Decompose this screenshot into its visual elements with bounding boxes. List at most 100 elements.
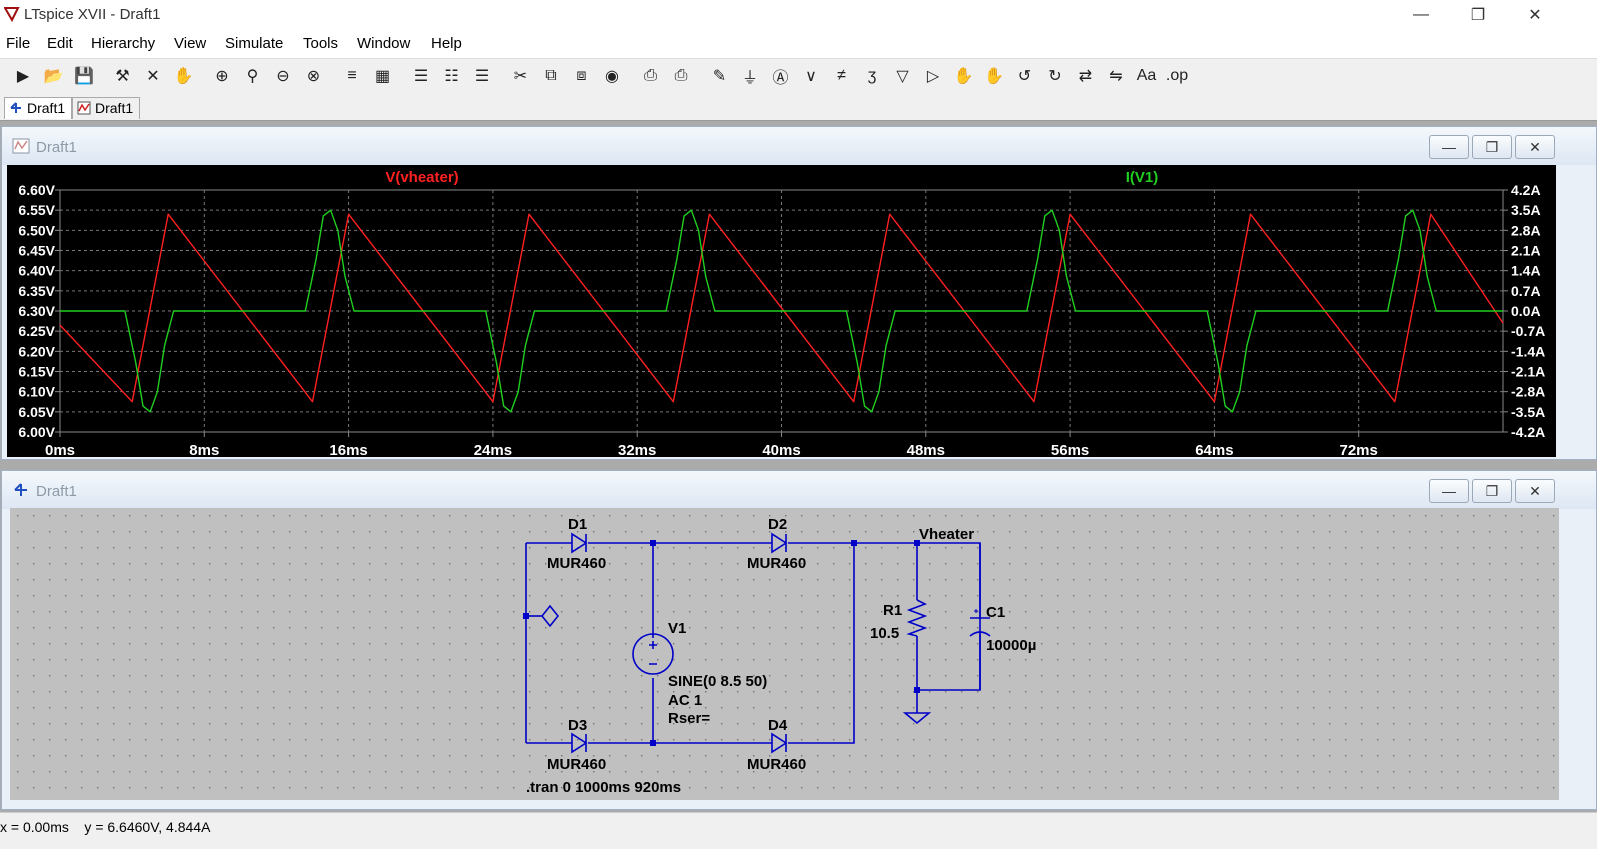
menu-simulate[interactable]: Simulate <box>225 35 284 52</box>
text-icon[interactable]: Aa <box>1136 67 1157 84</box>
copy-icon[interactable]: ⧉ <box>545 67 557 84</box>
child-maximize-button[interactable]: ❐ <box>1472 135 1512 159</box>
menu-window[interactable]: Window <box>357 35 411 52</box>
undo-icon[interactable]: ↺ <box>1017 68 1032 85</box>
waveform-icon <box>12 138 30 154</box>
spice-directive[interactable]: .tran 0 1000ms 920ms <box>526 779 681 796</box>
left-axis-tick-label: 6.35V <box>18 283 55 299</box>
capacitor-icon[interactable]: ≠ <box>837 67 846 84</box>
series-line-vheater[interactable] <box>59 213 1504 403</box>
waveform-window-titlebar[interactable]: Draft1 — ❐ ✕ <box>2 127 1596 165</box>
zoom-cancel-icon[interactable]: ⊗ <box>306 68 321 85</box>
left-axis-tick-label: 6.40V <box>18 263 55 279</box>
pan-icon[interactable]: ✋ <box>173 68 194 85</box>
cascade-icon[interactable]: ☷ <box>444 68 459 85</box>
tab-label: Draft1 <box>95 100 134 116</box>
zoom-area-icon[interactable]: ⚲ <box>246 68 259 85</box>
diode-D2[interactable] <box>771 532 788 554</box>
schematic-canvas[interactable]: D1 MUR460 D2 MUR460 D3 MUR460 D4 MUR460 … <box>10 508 1559 800</box>
menu-file[interactable]: File <box>6 35 31 52</box>
voltage-source-V1[interactable] <box>632 633 674 675</box>
menu-tools[interactable]: Tools <box>303 35 339 52</box>
menu-hierarchy[interactable]: Hierarchy <box>91 35 156 52</box>
print-preview-icon[interactable]: ⎙ <box>644 67 657 84</box>
left-axis-tick-label: 6.45V <box>18 243 55 259</box>
right-axis-tick-label: 3.5A <box>1511 202 1541 218</box>
child-close-button[interactable]: ✕ <box>1515 135 1555 159</box>
tile-horizontal-icon[interactable]: ☰ <box>413 68 429 85</box>
zoom-out-icon[interactable]: ⊖ <box>276 68 290 85</box>
waveform-window-title: Draft1 <box>36 139 77 156</box>
menu-edit[interactable]: Edit <box>47 35 73 52</box>
move-icon[interactable]: ✋ <box>953 68 974 85</box>
grid-icon[interactable]: ▦ <box>374 68 391 85</box>
mirror-icon[interactable]: ⇋ <box>1109 68 1123 85</box>
diode-D1[interactable] <box>571 532 588 554</box>
right-axis-tick-label: 0.7A <box>1511 283 1541 299</box>
C1-name: C1 <box>986 604 1005 621</box>
minimize-button[interactable]: — <box>1413 6 1429 23</box>
schematic-window-titlebar[interactable]: Draft1 — ❐ ✕ <box>2 471 1596 509</box>
resistor-icon[interactable]: ∨ <box>805 68 817 85</box>
control-panel-icon[interactable]: ⚒ <box>115 68 130 85</box>
C1-value: 10000µ <box>986 637 1036 654</box>
child-minimize-button[interactable]: — <box>1429 135 1469 159</box>
find-icon[interactable]: ◉ <box>605 68 619 85</box>
print-icon[interactable]: ⎙ <box>674 67 688 84</box>
x-tick-label: 48ms <box>907 442 945 457</box>
close-button[interactable]: ✕ <box>1528 7 1542 24</box>
child-minimize-button[interactable]: — <box>1429 479 1469 503</box>
toolbar: ▶ 📂 💾 ⚒ ✕ ✋ ⊕ ⚲ ⊖ ⊗ ≡ ▦ ☰ ☷ ☰ ✂ ⧉ ⧈ ◉ ⎙ ⎙ ✎ ⏚ Ⓐ ∨ ≠ ʒ ▽ ▷ ✋ ✋ ↺ ↻ ⇄ ⇋ Aa .op <box>0 58 1597 96</box>
inductor-icon[interactable]: ʒ <box>867 67 877 84</box>
component-icon[interactable]: ▷ <box>926 68 940 85</box>
ground-symbol[interactable] <box>902 712 932 725</box>
left-axis-tick-label: 6.10V <box>18 384 55 400</box>
cut-icon[interactable]: ✂ <box>513 68 528 85</box>
window-title: LTspice XVII - Draft1 <box>24 6 161 23</box>
tab-waveform[interactable]: Draft1 <box>72 97 141 119</box>
series-line-iv1[interactable] <box>60 209 1503 413</box>
diode-D3[interactable] <box>571 732 588 754</box>
redo-icon[interactable]: ↻ <box>1048 68 1062 85</box>
spice-directive-icon[interactable]: .op <box>1165 67 1189 84</box>
open-icon[interactable]: 📂 <box>43 68 64 85</box>
ground-icon[interactable]: ⏚ <box>741 70 758 87</box>
resistor-R1[interactable] <box>906 599 928 637</box>
diode-icon[interactable]: ▽ <box>896 68 909 85</box>
series-label-iv1[interactable]: I(V1) <box>1126 169 1159 186</box>
label-net-icon[interactable]: Ⓐ <box>772 70 789 87</box>
status-bar: x = 0.00ms y = 6.6460V, 4.844A <box>0 812 1597 849</box>
net-label-port[interactable] <box>540 604 560 628</box>
menu-view[interactable]: View <box>174 35 207 52</box>
x-tick-label: 8ms <box>189 442 219 457</box>
left-axis-tick-label: 6.55V <box>18 202 55 218</box>
x-tick-label: 32ms <box>618 442 656 457</box>
rotate-icon[interactable]: ⇄ <box>1078 68 1093 85</box>
child-maximize-button[interactable]: ❐ <box>1472 479 1512 503</box>
menu-bar: File Edit Hierarchy View Simulate Tools … <box>0 30 1597 57</box>
autorange-icon[interactable]: ≡ <box>347 67 357 84</box>
save-icon[interactable]: 💾 <box>74 68 94 85</box>
child-close-button[interactable]: ✕ <box>1515 479 1555 503</box>
restore-button[interactable]: ❐ <box>1470 7 1486 24</box>
tab-schematic[interactable]: Draft1 <box>4 97 73 119</box>
menu-help[interactable]: Help <box>431 35 462 52</box>
schematic-window-title: Draft1 <box>36 483 77 500</box>
paste-icon[interactable]: ⧈ <box>576 67 587 84</box>
diode-D4[interactable] <box>771 732 788 754</box>
right-axis-tick-label: -1.4A <box>1511 343 1545 359</box>
series-label-vheater[interactable]: V(vheater) <box>385 169 458 186</box>
tile-vertical-icon[interactable]: ☰ <box>474 68 490 85</box>
zoom-in-icon[interactable]: ⊕ <box>215 68 229 85</box>
x-tick-label: 56ms <box>1051 442 1089 457</box>
V1-source: SINE(0 8.5 50) <box>668 673 767 690</box>
left-axis-tick-label: 6.50V <box>18 222 55 238</box>
drag-icon[interactable]: ✋ <box>984 68 1004 85</box>
halt-icon[interactable]: ✕ <box>146 68 160 85</box>
x-tick-label: 0ms <box>45 442 75 457</box>
wire-icon[interactable]: ✎ <box>712 68 727 85</box>
right-axis-tick-label: 2.1A <box>1511 243 1541 259</box>
run-icon[interactable]: ▶ <box>16 68 30 85</box>
capacitor-C1[interactable] <box>969 609 991 637</box>
